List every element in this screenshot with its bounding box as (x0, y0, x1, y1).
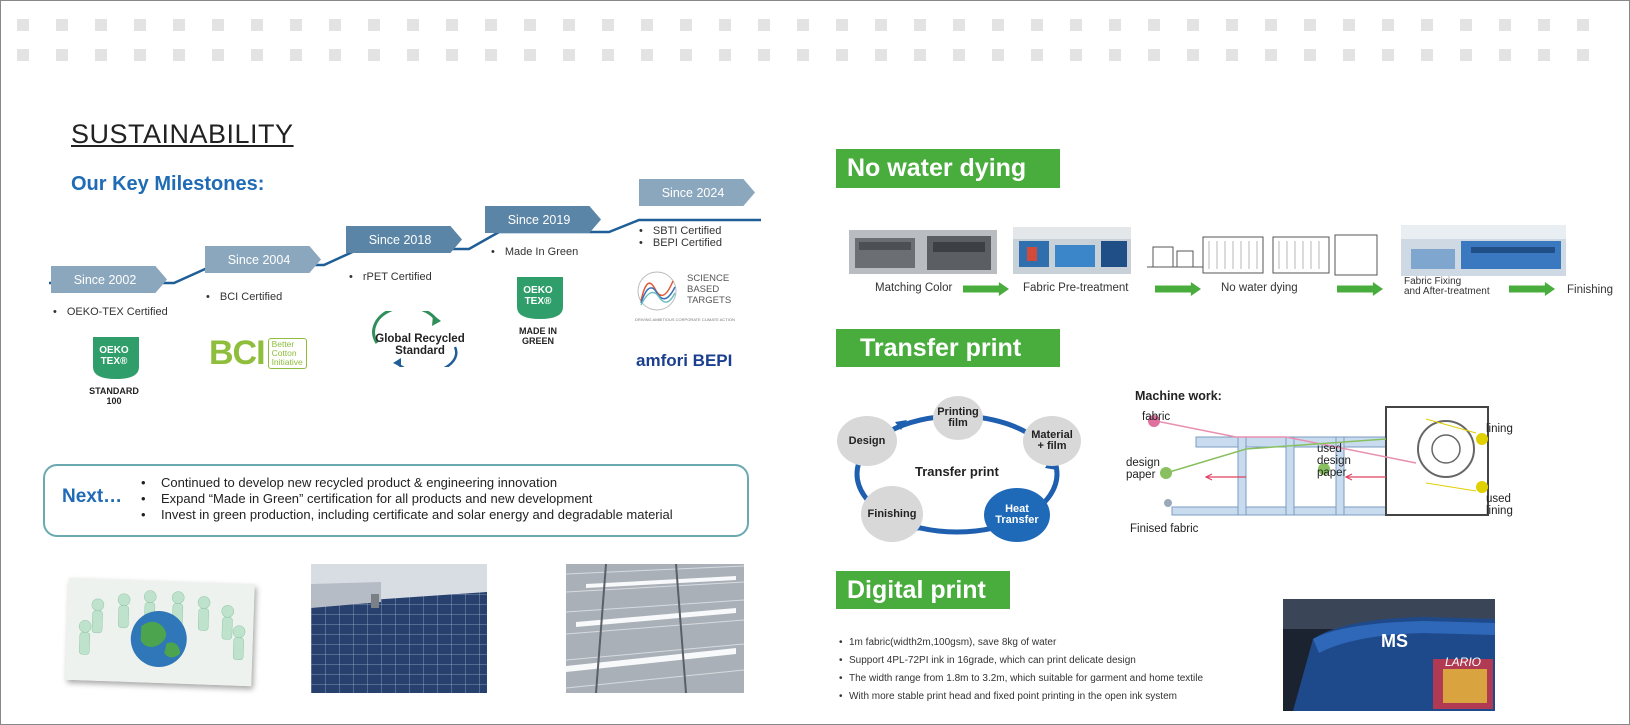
photo-solar-panels (311, 564, 487, 693)
digital-item: Support 4PL-72PI ink in 16grade, which c… (839, 652, 1203, 670)
label-used-lining: used lining (1486, 493, 1513, 517)
oeko-tex-made-in-green-logo: OEKO TEX® MADE IN GREEN (513, 273, 567, 346)
amfori-bepi-logo: amfori BEPI (636, 351, 733, 370)
oeko-caption1: STANDARD (89, 386, 139, 396)
step-fabric-pretreatment: Fabric Pre-treatment (1023, 282, 1129, 294)
arrow-icon (963, 282, 1009, 296)
bci-logo: BCI Better Cotton Initiative (209, 333, 307, 372)
photo-fabric-pretreatment (1013, 227, 1131, 274)
node-material-film: Material + film (1023, 416, 1081, 466)
oeko-green-caption1: MADE IN (519, 326, 557, 336)
label-used-design-paper: used design paper (1317, 443, 1351, 479)
photo-digital-print-machine: MS LARIO (1283, 599, 1495, 711)
milestones-heading: Our Key Milestones: (71, 173, 265, 195)
oeko-tex-standard-logo: OEKO TEX® STANDARD 100 (89, 333, 143, 406)
sbt-word2: BASED (687, 284, 720, 295)
label-lining: lining (1486, 423, 1513, 435)
digital-print-list: 1m fabric(width2m,100gsm), save 8kg of w… (839, 634, 1203, 706)
node-heat-transfer: Heat Transfer (984, 488, 1050, 542)
label-finished-fabric: Finised fabric (1130, 523, 1199, 535)
sbt-tagline: DRIVING AMBITIOUS CORPORATE CLIMATE ACTI… (635, 317, 735, 322)
cert-made-in-green: Made In Green (491, 246, 578, 258)
next-item: Continued to develop new recycled produc… (141, 475, 673, 491)
milestone-tag-2018: Since 2018 (346, 226, 462, 253)
node-finishing: Finishing (861, 486, 923, 542)
digital-print-banner: Digital print (836, 571, 1010, 609)
arrow-icon (1155, 282, 1201, 296)
global-recycled-standard-logo: Global Recycled Standard (367, 311, 467, 367)
transfer-print-banner: Transfer print (836, 329, 1060, 367)
milestone-tag-2024: Since 2024 (639, 179, 755, 206)
bci-word3: Initiative (271, 356, 303, 367)
page-title: SUSTAINABILITY (71, 119, 294, 149)
cycle-center-label: Transfer print (915, 464, 999, 479)
photo-paper-people-globe (65, 577, 255, 687)
grs-line1: Global Recycled (375, 333, 465, 345)
bci-word1: Better (271, 338, 295, 349)
no-water-dying-banner: No water dying (836, 149, 1060, 188)
step-fabric-fixing: Fabric Fixing and After-treatment (1404, 276, 1490, 297)
machine-brand: MS (1381, 631, 1408, 651)
bci-word2: Cotton (271, 347, 297, 358)
step-finishing: Finishing (1567, 284, 1614, 296)
machine-model: LARIO (1445, 655, 1482, 669)
arrow-icon (1509, 282, 1555, 296)
cert-oeko-tex: OEKO-TEX Certified (53, 306, 168, 318)
machine-work-title: Machine work: (1135, 389, 1222, 403)
next-item: Invest in green production, including ce… (141, 507, 673, 523)
diagram-no-water-dying-machine (1147, 229, 1383, 281)
label-design-paper: design paper (1126, 457, 1160, 481)
photo-fabric-fixing (1401, 225, 1566, 276)
machine-work-diagram: fabric design paper used design paper li… (1126, 403, 1526, 535)
oeko-green-line1: OEKO (523, 285, 553, 296)
sbt-word3: TARGETS (687, 295, 732, 306)
oeko-green-caption2: GREEN (521, 336, 554, 346)
cert-bci: BCI Certified (206, 291, 282, 303)
cert-bepi: BEPI Certified (639, 237, 722, 249)
grs-line2: Standard (395, 345, 445, 357)
digital-item: 1m fabric(width2m,100gsm), save 8kg of w… (839, 634, 1203, 652)
label-fabric: fabric (1142, 411, 1171, 423)
digital-item: With more stable print head and fixed po… (839, 688, 1203, 706)
science-based-targets-logo: SCIENCE BASED TARGETS DRIVING AMBITIOUS … (635, 269, 745, 325)
node-printing-film: Printing film (933, 396, 983, 440)
dot-pattern (17, 19, 1589, 61)
transfer-print-cycle: Design Printing film Material + film Hea… (837, 396, 1082, 548)
milestone-tag-2019: Since 2019 (485, 206, 601, 233)
sbt-word1: SCIENCE (687, 273, 730, 284)
digital-item: The width range from 1.8m to 3.2m, which… (839, 670, 1203, 688)
node-design: Design (837, 416, 897, 466)
arrow-icon (1337, 282, 1383, 296)
next-item: Expand “Made in Green” certification for… (141, 491, 673, 507)
oeko-line1: OEKO (99, 345, 129, 356)
photo-factory-skylights (566, 564, 744, 693)
oeko-caption2: 100 (106, 396, 122, 406)
milestone-tag-2002: Since 2002 (51, 266, 167, 293)
bci-mark: BCI (209, 333, 266, 372)
next-list: Continued to develop new recycled produc… (141, 475, 673, 523)
step-matching-color: Matching Color (875, 282, 953, 294)
oeko-line2: TEX® (100, 356, 128, 367)
oeko-green-line2: TEX® (524, 296, 552, 307)
next-box (43, 464, 749, 537)
step-no-water-dying: No water dying (1221, 282, 1298, 294)
milestone-tag-2004: Since 2004 (205, 246, 321, 273)
cert-sbti: SBTI Certified (639, 225, 721, 237)
cert-rpet: rPET Certified (349, 271, 432, 283)
photo-matching-color (849, 230, 997, 274)
next-label: Next… (62, 486, 123, 507)
